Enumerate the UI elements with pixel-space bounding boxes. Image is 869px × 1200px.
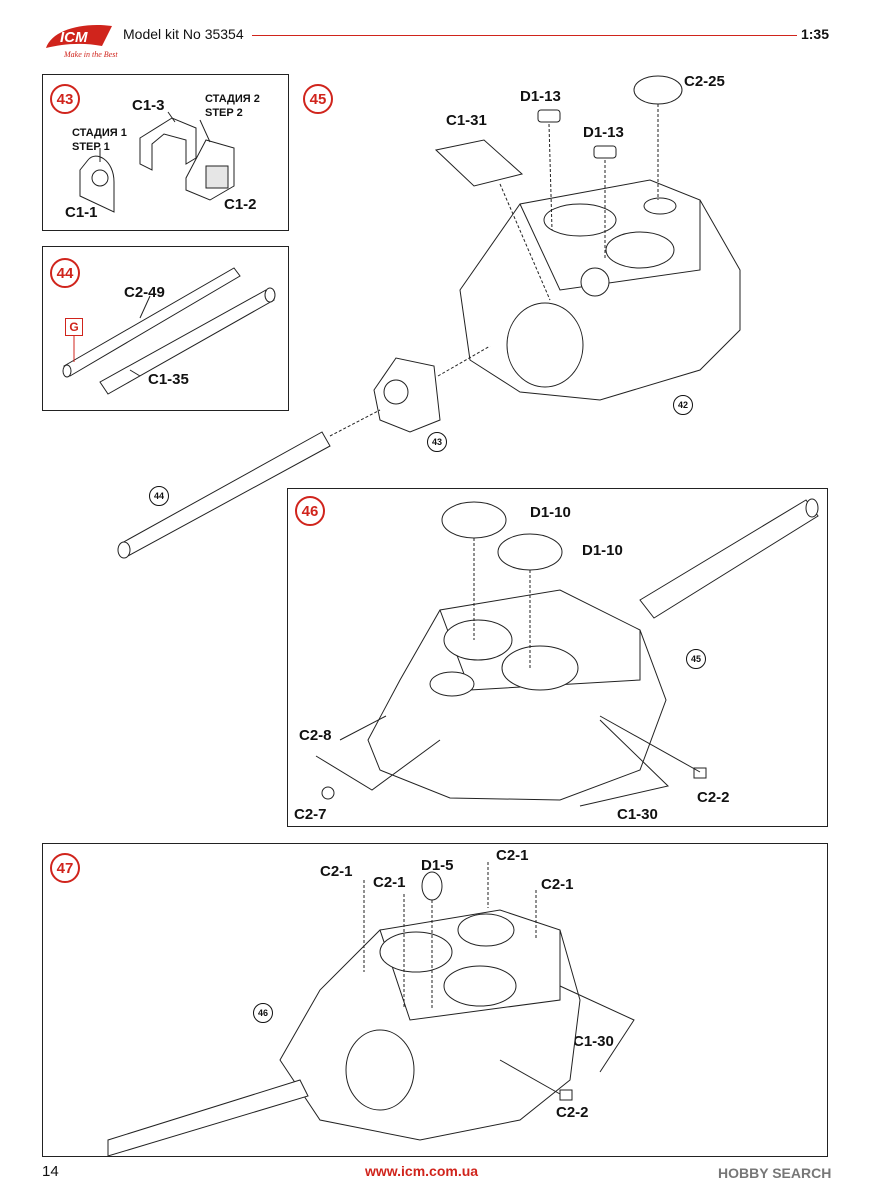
step-43-panel <box>42 74 289 231</box>
kit-title: Model kit No 35354 <box>123 26 244 42</box>
part-label-c2-2-47: C2-2 <box>556 1104 589 1121</box>
part-label-c2-49: C2-49 <box>124 284 165 301</box>
part-c1-1-hole <box>91 169 109 187</box>
part-label-d1-13-a: D1-13 <box>520 88 561 105</box>
part-c1-30-rod <box>579 719 670 807</box>
part-label-d1-13-b: D1-13 <box>583 124 624 141</box>
ref-step-45: 45 <box>686 649 706 669</box>
part-label-c2-8: C2-8 <box>299 727 332 744</box>
mantlet-front <box>506 302 584 388</box>
part-c2-2-47-shape <box>559 1089 573 1101</box>
part-c1-31-shape <box>434 139 524 187</box>
part-c1-3-shape <box>139 117 197 171</box>
part-label-c1-30-47: C1-30 <box>573 1033 614 1050</box>
part-c2-8-rod <box>315 739 441 791</box>
part-label-c2-1-a: C2-1 <box>320 863 353 880</box>
part-label-c1-35: C1-35 <box>148 371 189 388</box>
part-label-c1-3: C1-3 <box>132 97 165 114</box>
part-label-c1-31: C1-31 <box>446 112 487 129</box>
kit-scale: 1:35 <box>800 26 829 42</box>
logo-tagline: Make in the Best <box>64 50 118 59</box>
icm-logo: ICM <box>42 20 120 64</box>
stage-2-label-ru: СТАДИЯ 2 <box>205 93 260 105</box>
part-c1-2-plate <box>205 165 229 189</box>
part-label-d1-5: D1-5 <box>421 857 454 874</box>
part-label-c1-2: C1-2 <box>224 196 257 213</box>
part-label-d1-10-a: D1-10 <box>530 504 571 521</box>
part-label-c1-1: C1-1 <box>65 204 98 221</box>
turret-46-body <box>367 589 667 801</box>
step-46-panel <box>287 488 828 827</box>
watermark: HOBBY SEARCH <box>718 1165 832 1181</box>
hatch-opening-left <box>543 203 617 237</box>
page-number: 14 <box>42 1163 59 1180</box>
hatch-opening-right <box>605 231 675 269</box>
mantlet-47 <box>345 1029 415 1111</box>
vent-opening <box>643 197 677 215</box>
barrel-46 <box>639 499 819 619</box>
ref-step-42: 42 <box>673 395 693 415</box>
step-45-number: 45 <box>303 84 333 114</box>
part-label-c1-30: C1-30 <box>617 806 658 823</box>
part-label-c2-1-c: C2-1 <box>496 847 529 864</box>
step-47-number: 47 <box>50 853 80 883</box>
part-label-c2-2: C2-2 <box>697 789 730 806</box>
sprue-g-marker: G <box>65 318 83 336</box>
part-c2-2-shape <box>693 767 707 779</box>
part-label-c2-1-b: C2-1 <box>373 874 406 891</box>
step-43-number: 43 <box>50 84 80 114</box>
step-2-label: STEP 2 <box>205 107 243 119</box>
part-label-c2-1-d: C2-1 <box>541 876 574 893</box>
part-label-c2-7: C2-7 <box>294 806 327 823</box>
part-d1-13-a-shape <box>537 109 561 123</box>
barrel-47 <box>107 1079 309 1157</box>
step-44-panel <box>42 246 289 411</box>
ref-step-46: 46 <box>253 1003 273 1023</box>
step-46-number: 46 <box>295 496 325 526</box>
ref-step-44: 44 <box>149 486 169 506</box>
step-44-number: 44 <box>50 258 80 288</box>
part-c1-30-47-rod <box>559 985 635 1073</box>
part-d1-5-shape <box>421 871 443 901</box>
logo-brand-text: ICM <box>60 29 88 46</box>
part-label-c2-25: C2-25 <box>684 73 725 90</box>
part-label-d1-10-b: D1-10 <box>582 542 623 559</box>
part-c2-7-shape <box>321 786 335 800</box>
part-d1-13-b-shape <box>593 145 617 159</box>
header-rule <box>252 35 797 36</box>
stage-1-label-ru: СТАДИЯ 1 <box>72 127 127 139</box>
step-47-panel <box>42 843 828 1157</box>
footer-url-link[interactable]: www.icm.com.ua <box>365 1163 479 1179</box>
ref-step-43: 43 <box>427 432 447 452</box>
